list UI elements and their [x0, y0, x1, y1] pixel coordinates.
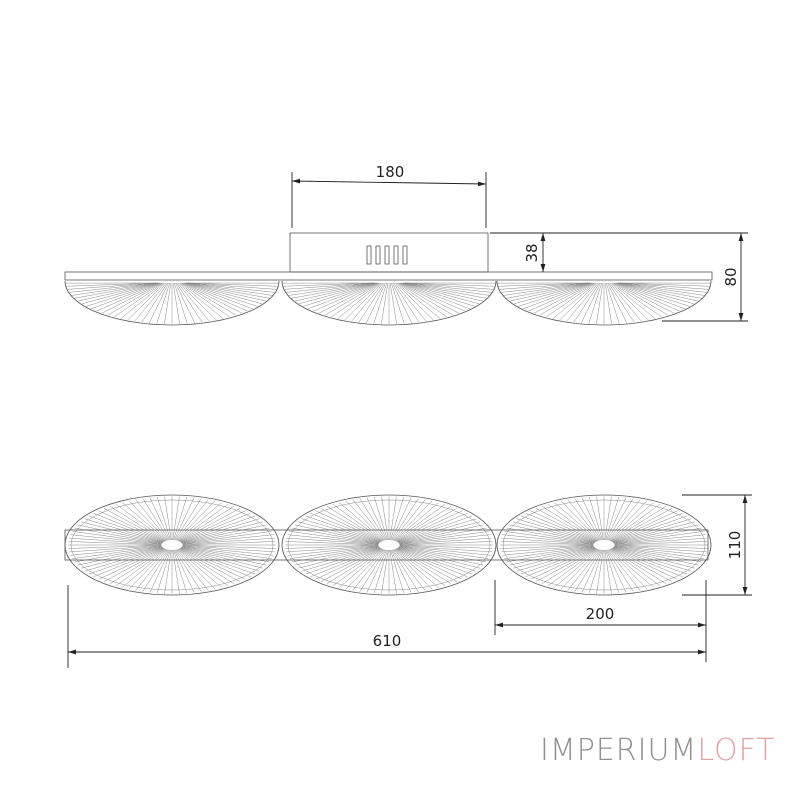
top-shade-1 — [64, 494, 280, 596]
dimension-shade-diameter: 200 — [494, 580, 707, 662]
vent-slots — [366, 245, 408, 265]
dim-label-610: 610 — [373, 632, 402, 650]
dim-label-180: 180 — [376, 163, 405, 181]
dimension-box-height: 38 — [490, 232, 550, 272]
dim-label-38: 38 — [523, 243, 541, 262]
dim-label-80: 80 — [722, 267, 740, 286]
center-bar — [64, 529, 709, 561]
dimension-depth: 110 — [682, 494, 752, 596]
dimension-total-height: 80 — [550, 232, 748, 322]
top-shade-3 — [496, 494, 712, 596]
side-view — [64, 232, 713, 326]
dimension-total-length: 610 — [67, 585, 706, 668]
imperiumloft-logo: IMPERIUMLOFT — [540, 733, 776, 768]
dim-label-200: 200 — [586, 605, 615, 623]
top-view — [64, 494, 712, 596]
dim-label-110: 110 — [726, 531, 744, 560]
side-shade-3 — [496, 280, 712, 326]
top-shade-2 — [281, 494, 497, 596]
mounting-bar — [64, 271, 713, 281]
dimension-box-width: 180 — [291, 163, 487, 228]
side-shades — [64, 280, 712, 326]
side-shade-1 — [64, 280, 280, 326]
top-shades — [64, 494, 712, 596]
side-shade-2 — [281, 280, 497, 326]
